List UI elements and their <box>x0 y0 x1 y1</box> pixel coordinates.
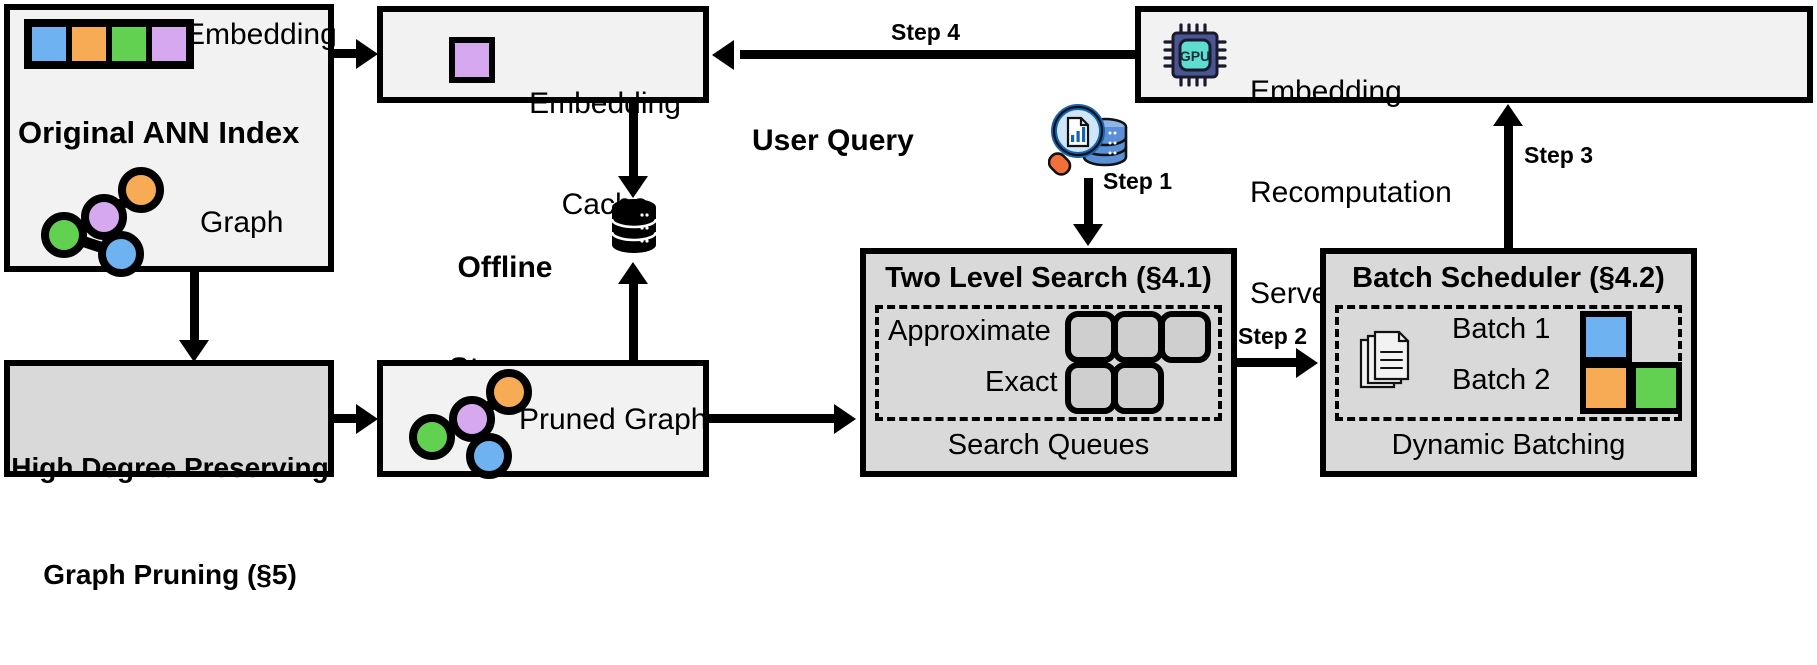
step-3-label: Step 3 <box>1524 142 1594 168</box>
svg-text:GPU: GPU <box>1180 48 1210 64</box>
search-queues-caption: Search Queues <box>947 429 1150 461</box>
arrow-step2 <box>1237 358 1299 367</box>
arrow-step4 <box>740 50 1135 59</box>
arrow-cache-to-storage-head <box>618 176 648 198</box>
approximate-queue-slot[interactable] <box>1159 311 1211 363</box>
embedding-cache-panel <box>377 6 709 103</box>
embedding-label: Embedding <box>185 18 337 51</box>
step-1-label: Step 1 <box>1103 168 1173 194</box>
recomputation-server-panel <box>1135 6 1813 103</box>
graph-pruning-panel <box>4 360 334 477</box>
arrow-index-to-pruning <box>190 272 199 344</box>
ann-index-graph-glyph <box>36 167 176 277</box>
arrow-step3 <box>1504 126 1513 248</box>
batch-2-swatch-green <box>1630 362 1682 414</box>
search-queues-dashed-panel <box>875 305 1222 421</box>
exact-queue-slot[interactable] <box>1065 362 1117 414</box>
arrow-step2-head <box>1296 348 1318 378</box>
approximate-queue-slot[interactable] <box>1065 311 1117 363</box>
arrow-step4-head <box>712 40 734 70</box>
two-level-search-title: Two Level Search (§4.1) <box>885 262 1212 294</box>
user-query-label: User Query <box>752 124 914 157</box>
offline-storage-line1: Offline <box>457 251 553 285</box>
original-ann-index-title: Original ANN Index <box>18 115 300 150</box>
batch-1-swatch-blue <box>1580 311 1632 363</box>
batch-label-2: Batch 2 <box>1452 364 1551 396</box>
arrow-cache-to-storage <box>629 103 638 179</box>
batch-2-swatch-orange <box>1580 362 1632 414</box>
arrow-index-to-cache-head <box>356 39 378 69</box>
dynamic-batching-caption: Dynamic Batching <box>1391 429 1626 461</box>
arrow-step3-head <box>1493 104 1523 126</box>
queue-row-label-approximate: Approximate <box>888 315 1051 347</box>
embedding-cell-purple <box>149 24 189 64</box>
documents-icon <box>1358 330 1416 394</box>
search-database-icon <box>1048 103 1132 177</box>
embedding-cache-line1: Embedding <box>529 87 681 121</box>
arrow-pruning-to-pruned-graph <box>334 414 360 423</box>
graph-pruning-label: High Degree Preserving Graph Pruning (§5… <box>10 378 330 665</box>
embedding-swatch-strip <box>24 19 194 69</box>
arrow-step1-head <box>1073 224 1103 246</box>
pruned-graph-label: Pruned Graph <box>519 403 708 436</box>
recomputation-server-line2: Recomputation <box>1250 175 1452 209</box>
step-2-label: Step 2 <box>1238 323 1308 349</box>
embedding-cell-orange <box>69 24 109 64</box>
graph-pruning-line2: Graph Pruning (§5) <box>43 559 297 591</box>
database-icon <box>610 198 658 254</box>
recomputation-server-line1: Embedding <box>1250 75 1402 109</box>
arrow-pruned-graph-to-search <box>709 414 837 423</box>
batch-label-1: Batch 1 <box>1452 313 1551 345</box>
arrow-pruned-to-storage <box>629 283 638 361</box>
gpu-chip-icon: GPU <box>1162 22 1228 88</box>
arrow-pruned-graph-to-search-head <box>834 404 856 434</box>
queue-row-label-exact: Exact <box>985 366 1058 398</box>
graph-pruning-line1: High Degree Preserving <box>11 451 329 483</box>
embedding-cache-swatch <box>449 37 495 83</box>
exact-queue-slot[interactable] <box>1112 362 1164 414</box>
approximate-queue-slot[interactable] <box>1112 311 1164 363</box>
arrow-step1 <box>1084 178 1093 228</box>
arrow-pruned-to-storage-head <box>618 262 648 284</box>
step-4-label: Step 4 <box>891 19 961 45</box>
arrow-pruning-to-pruned-graph-head <box>356 404 378 434</box>
diagram-canvas: Embedding Original ANN Index Graph Embed… <box>4 4 1813 590</box>
embedding-cell-green <box>109 24 149 64</box>
batch-scheduler-title: Batch Scheduler (§4.2) <box>1352 262 1665 294</box>
pruned-graph-glyph <box>404 369 544 479</box>
graph-label: Graph <box>200 206 284 239</box>
embedding-cell-blue <box>29 24 69 64</box>
arrow-index-to-cache <box>334 49 360 58</box>
arrow-index-to-pruning-head <box>179 340 209 362</box>
